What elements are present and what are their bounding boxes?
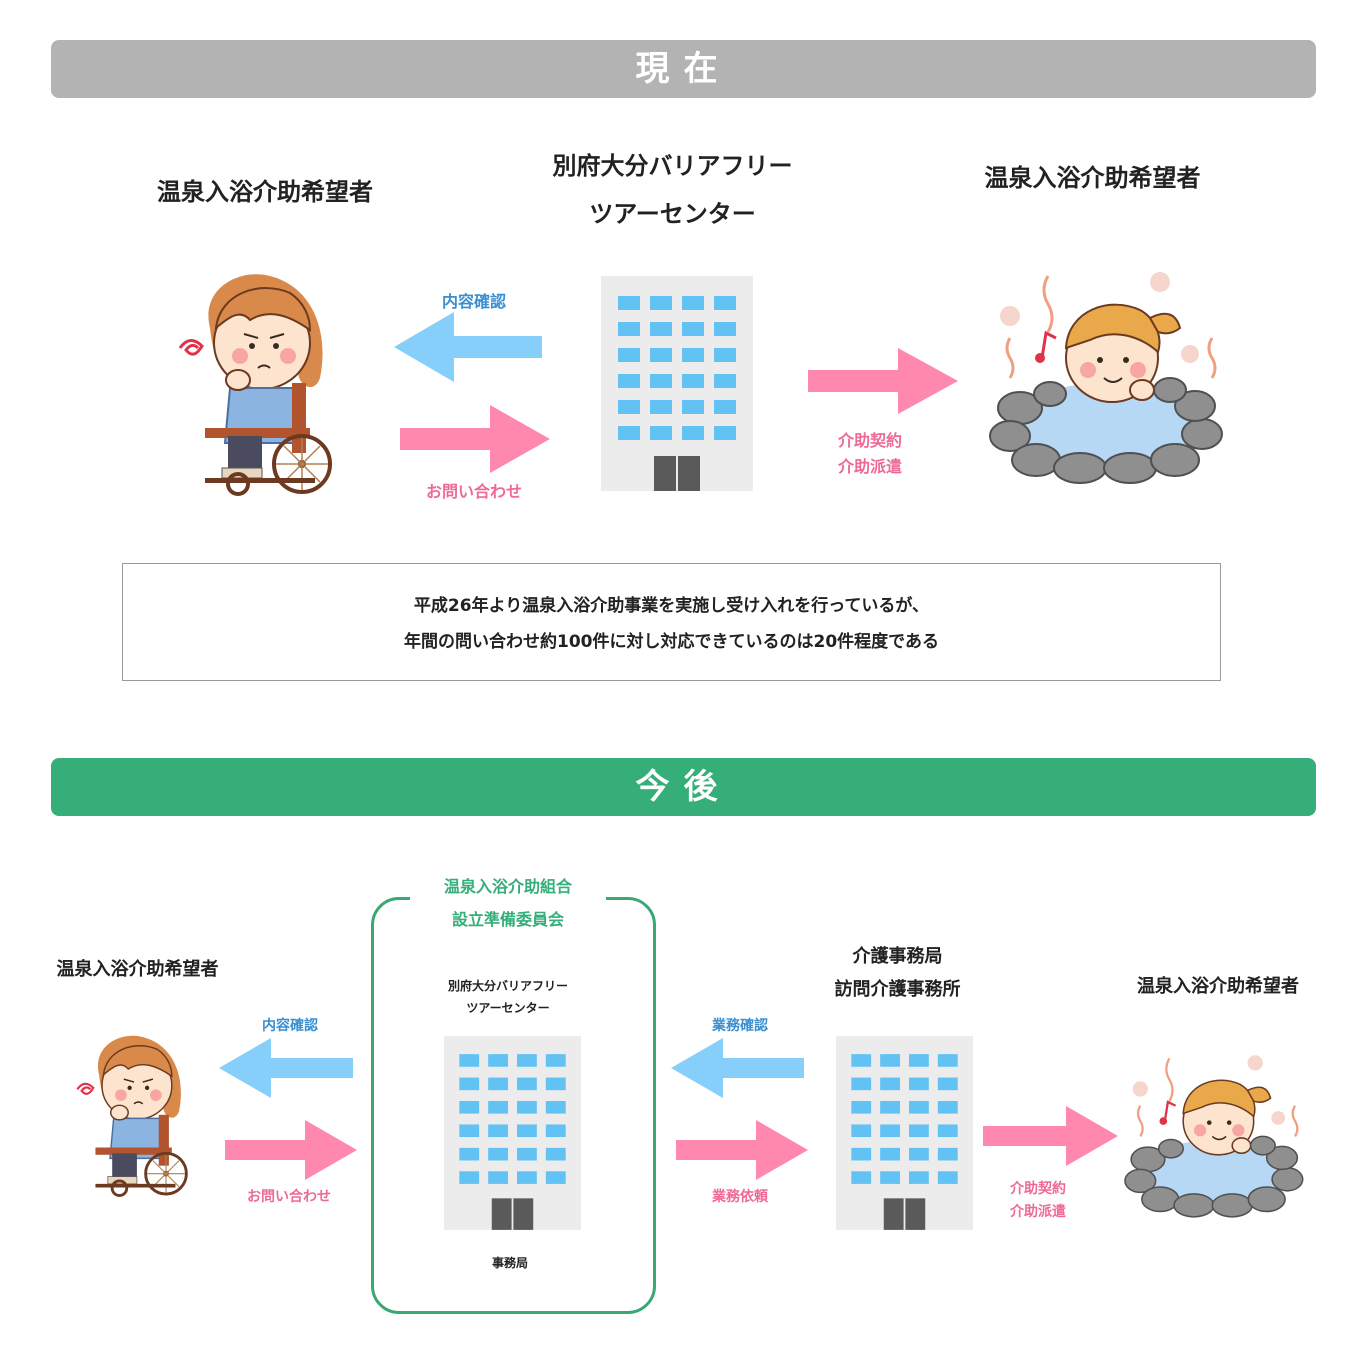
future-contract-label: 介助契約 介助派遣: [988, 1178, 1088, 1224]
business-confirm-arrow: [671, 1038, 804, 1098]
business-request-label: 業務依頼: [712, 1189, 768, 1205]
wheelchair-person-icon: [178, 274, 332, 496]
current-inquiry-arrow: [400, 405, 550, 473]
future-center-org-line2: ツアーセンター: [466, 1001, 550, 1015]
building-icon: [601, 276, 753, 491]
current-center-org-line1: 別府大分バリアフリー: [552, 152, 793, 180]
wheelchair-person-icon: [76, 1035, 188, 1197]
future-right-person-label: 温泉入浴介助希望者: [1137, 976, 1299, 997]
future-contract-line2: 介助派遣: [1010, 1204, 1066, 1220]
future-center-org-line1: 別府大分バリアフリー: [447, 979, 568, 993]
future-inquiry-arrow: [225, 1120, 357, 1180]
current-confirm-arrow: [394, 312, 542, 382]
future-left-person-label: 温泉入浴介助希望者: [56, 959, 219, 980]
union-title-line2: 設立準備委員会: [451, 910, 564, 929]
onsen-person-icon: [989, 272, 1223, 484]
current-note-line1: 平成26年より温泉入浴介助事業を実施し受け入れを行っているが、: [413, 596, 930, 616]
future-contract-line1: 介助契約: [1010, 1181, 1066, 1197]
current-contract-arrow: [808, 348, 958, 414]
business-request-arrow: [676, 1120, 808, 1180]
future-confirm-label: 内容確認: [262, 1018, 318, 1034]
current-right-person-label: 温泉入浴介助希望者: [984, 164, 1201, 192]
future-center-org-label: 別府大分バリアフリー ツアーセンター: [410, 975, 606, 1019]
current-contract-line2: 介助派遣: [837, 457, 902, 476]
business-confirm-label: 業務確認: [712, 1018, 768, 1034]
current-contract-label: 介助契約 介助派遣: [820, 428, 920, 480]
future-section-header: 今後: [51, 758, 1316, 816]
future-inquiry-label: お問い合わせ: [247, 1189, 331, 1205]
future-confirm-arrow: [219, 1038, 353, 1098]
union-title-line1: 温泉入浴介助組合: [443, 877, 572, 896]
care-office-line1: 介護事務局: [852, 946, 943, 967]
current-center-org-line2: ツアーセンター: [589, 200, 756, 228]
future-contract-arrow: [983, 1106, 1118, 1166]
care-office-label: 介護事務局 訪問介護事務所: [810, 940, 985, 1006]
secretariat-label: 事務局: [491, 1256, 528, 1270]
current-left-person-label: 温泉入浴介助希望者: [157, 178, 373, 206]
current-section-header: 現在: [51, 40, 1316, 98]
onsen-person-icon: [1124, 1055, 1304, 1218]
care-office-line2: 訪問介護事務所: [834, 979, 961, 1000]
building-icon: [444, 1036, 581, 1230]
current-contract-line1: 介助契約: [837, 431, 902, 450]
building-icon: [836, 1036, 973, 1230]
current-note-box: 平成26年より温泉入浴介助事業を実施し受け入れを行っているが、 年間の問い合わせ…: [122, 563, 1221, 681]
current-confirm-label: 内容確認: [441, 292, 506, 311]
union-title: 温泉入浴介助組合 設立準備委員会: [410, 870, 606, 936]
current-note-line2: 年間の問い合わせ約100件に対し対応できているのは20件程度である: [404, 632, 939, 652]
current-inquiry-label: お問い合わせ: [425, 482, 522, 501]
